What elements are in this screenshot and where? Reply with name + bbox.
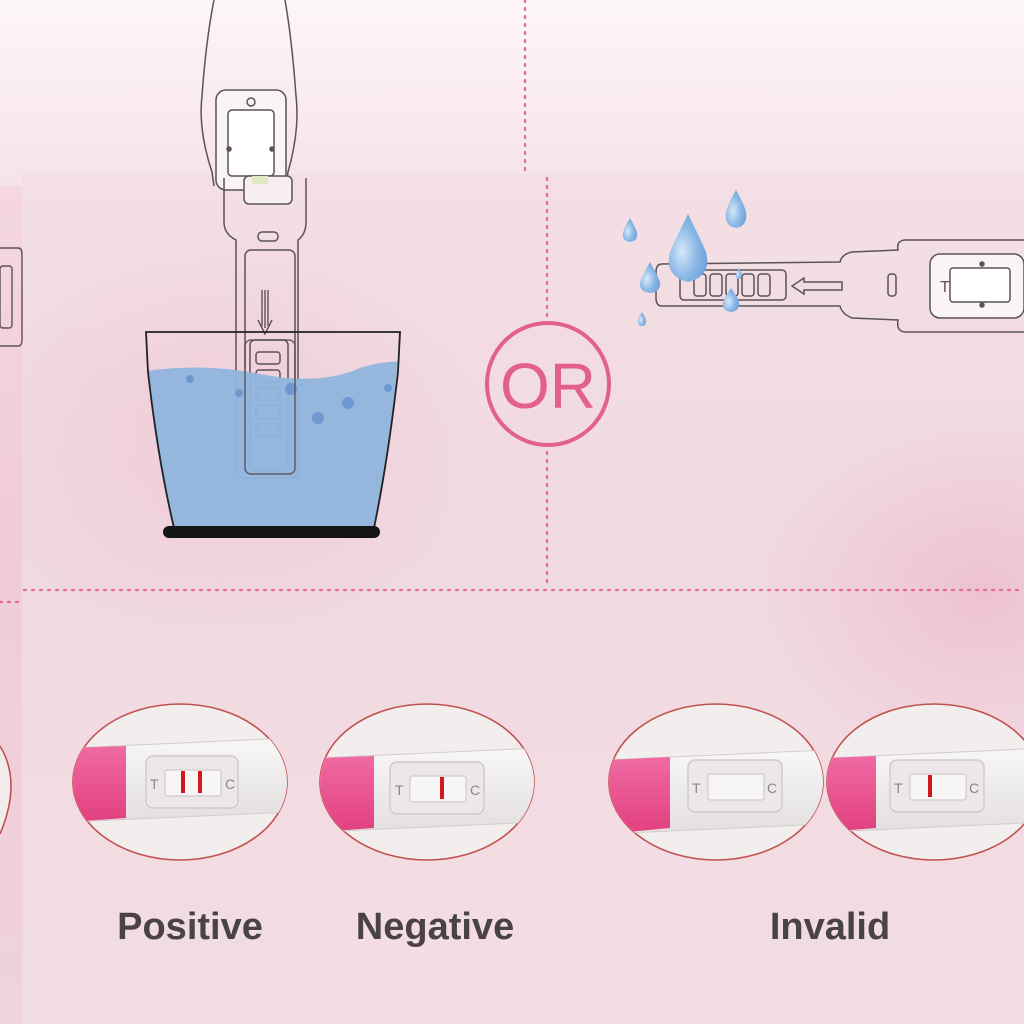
lens-invalid-test-only: T C [826, 703, 1024, 861]
svg-text:C: C [969, 780, 979, 796]
svg-text:T: T [692, 780, 701, 796]
partial-lens-left [0, 745, 12, 835]
lens-positive: T C [72, 703, 288, 861]
result-line-control [198, 771, 202, 793]
result-line-test [181, 771, 185, 793]
device-test-mark: T [940, 279, 950, 296]
water-cup-icon [145, 331, 401, 538]
top-background-band [0, 0, 1024, 186]
svg-text:T: T [395, 782, 404, 798]
arrow-down-icon [257, 290, 273, 336]
or-badge-text: OR [500, 350, 596, 422]
lens-negative: T C [319, 703, 535, 861]
result-line-test [928, 775, 932, 797]
or-badge: OR [485, 321, 611, 447]
strip-highlight [252, 176, 268, 184]
svg-text:T: T [894, 780, 903, 796]
svg-text:C: C [767, 780, 777, 796]
result-line-control [440, 777, 444, 799]
dotted-divider [0, 0, 1024, 604]
svg-text:T: T [150, 776, 159, 792]
result-label-positive: Positive [117, 906, 263, 948]
main-panel [22, 174, 1024, 1024]
lens-invalid-empty: T C [608, 703, 824, 861]
water-drop-icon [622, 190, 747, 326]
test-device-vertical [200, 0, 307, 479]
result-label-invalid: Invalid [769, 906, 891, 948]
arrow-left-icon [790, 276, 843, 296]
svg-text:C: C [225, 776, 235, 792]
svg-text:C: C [470, 782, 480, 798]
test-device-horizontal [655, 239, 1024, 333]
result-label-negative: Negative [355, 906, 515, 948]
partial-device-left [0, 247, 23, 347]
